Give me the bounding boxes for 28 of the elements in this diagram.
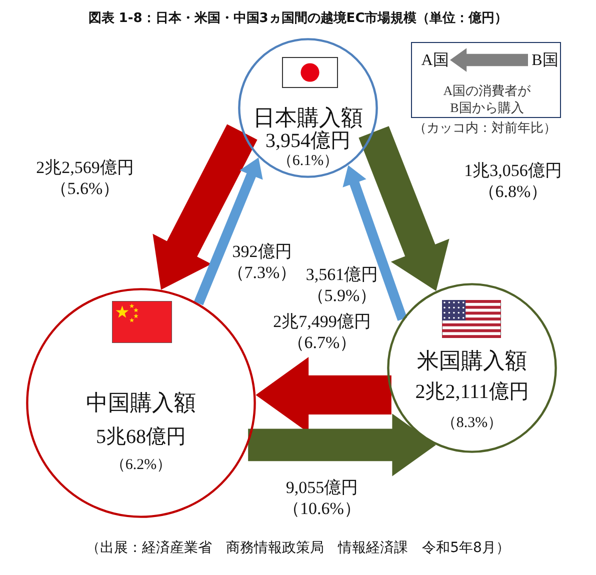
arrow [342,165,408,321]
arrow [450,48,528,72]
arrow [358,126,450,291]
arrow [152,124,258,290]
legend-note: A国の消費者がB国から購入 [442,83,532,117]
edge-label: 392億円（7.3%） [226,240,298,284]
source-caption: （出展：経済産業省 商務情報政策局 情報経済課 令和5年8月） [85,539,511,557]
edge-label: 3,561億円（5.9%） [304,264,380,306]
amount-text: 3,954億円 [264,130,352,152]
arrow [248,414,436,476]
country-label: B国 [529,50,561,72]
arrow [194,158,263,306]
percent-text: （6.1%） [276,152,340,170]
percent-text: （6.2%） [109,456,173,474]
country-label: A国 [419,50,451,72]
edge-label: 2兆7,499億円（6.7%） [272,310,372,354]
edge-label: 1兆3,056億円（6.8%） [463,160,563,202]
amount-text: 2兆2,111億円 [414,381,530,403]
percent-text: （8.3%） [440,414,504,432]
edge-label: 2兆2,569億円（5.6%） [35,156,135,200]
country-name: 中国購入額 [85,390,197,416]
note-text: （カッコ内：対前年比） [412,119,558,137]
country-name: 米国購入額 [416,348,528,374]
edge-label: 9,055億円（10.6%） [282,476,362,520]
chart-title: 図表 1-8：日本・米国・中国3ヵ国間の越境EC市場規模（単位：億円） [87,10,509,27]
amount-text: 5兆68億円 [95,426,187,448]
legend-box [411,42,561,118]
country-name: 日本購入額 [252,106,364,130]
